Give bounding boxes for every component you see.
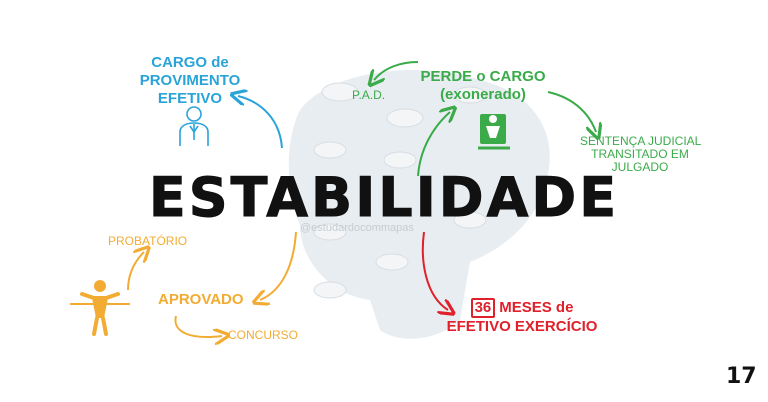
perde-line2: (exonerado) (440, 86, 526, 103)
arrow-to-sentenca (547, 91, 596, 132)
meses-line2: EFETIVO EXERCÍCIO (446, 318, 598, 335)
cargo-line3: EFETIVO (157, 90, 223, 107)
page-number: 17 (726, 364, 757, 389)
page-title: ESTABILIDADE (148, 166, 620, 230)
cargo-label: CARGO de PROVIMENTO EFETIVO (135, 54, 245, 108)
cargo-line1: CARGO de (151, 54, 229, 71)
calendar-icon: 36 (470, 298, 496, 318)
arrow-to-aprovado (260, 231, 297, 300)
climber-icon (478, 114, 510, 150)
pad-label: P.A.D. (352, 88, 386, 102)
arrow-to-meses (421, 231, 448, 310)
arrow-to-perde (417, 112, 450, 177)
arrow-to-concurso (174, 315, 222, 337)
cargo-line2: PROVIMENTO (139, 72, 241, 89)
meses-line1: MESES de (499, 299, 574, 316)
businessman-icon (179, 106, 209, 146)
winner-runner-icon (70, 280, 130, 336)
aprovado-label: APROVADO (158, 291, 244, 308)
arrow-to-cargo (238, 96, 283, 149)
perde-label: PERDE o CARGO (exonerado) (418, 68, 548, 104)
concurso-label: CONCURSO (228, 328, 299, 342)
sentenca-line2: TRANSITADO EM (591, 147, 689, 161)
perde-line1: PERDE o CARGO (420, 68, 546, 85)
sentenca-line3: JULGADO (611, 160, 669, 174)
probatorio-label: PROBATÓRIO (108, 234, 188, 248)
sentenca-line1: SENTENÇA JUDICIAL (580, 134, 702, 148)
background-nodes (313, 82, 487, 299)
arrow-to-probatorio (127, 252, 144, 291)
sentenca-label: SENTENÇA JUDICIAL TRANSITADO EM JULGADO (580, 134, 702, 174)
arrow-to-pad (374, 61, 419, 80)
watermark: @estudardocommapas (300, 222, 414, 234)
